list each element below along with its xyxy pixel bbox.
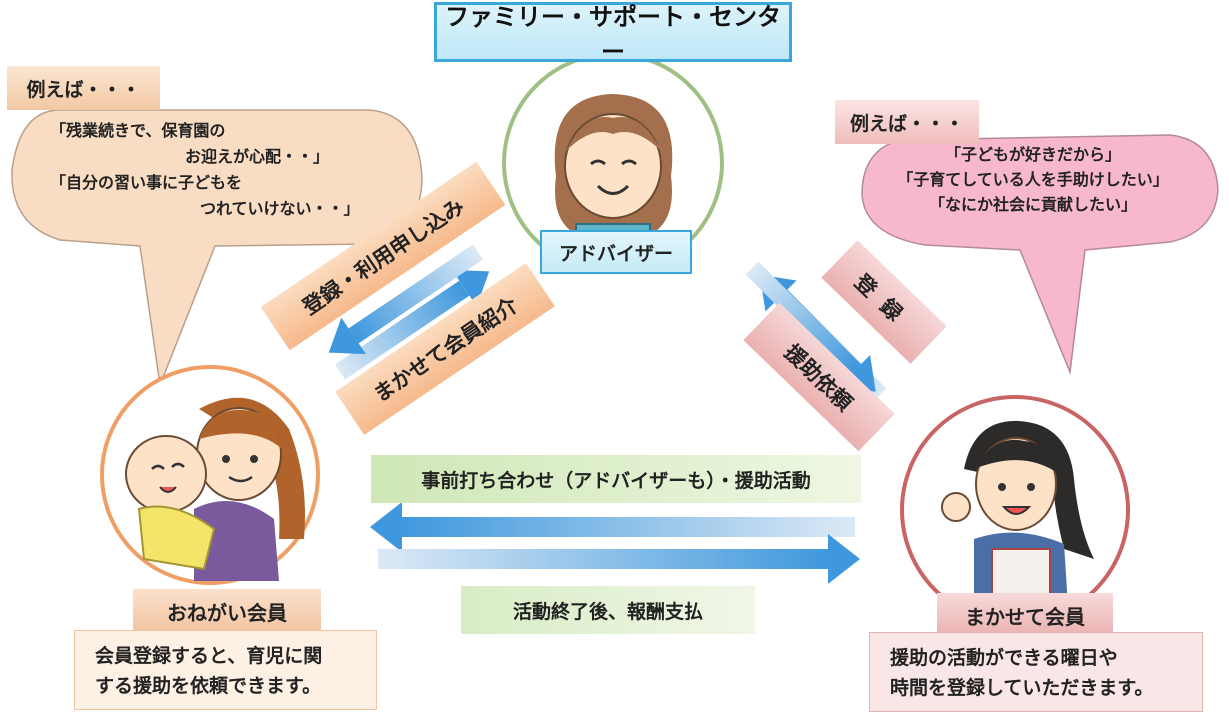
- arrow-left-horizontal: [370, 502, 855, 552]
- arrow-up-to-advisor: [334, 269, 490, 380]
- flow-label-payment: 活動終了後、報酬支払: [461, 586, 755, 634]
- left-example-tag: 例えば・・・: [7, 66, 160, 110]
- description-line: 会員登録すると、育児に関: [95, 645, 323, 667]
- right-speech-bubble: [861, 134, 1219, 375]
- onegai-member-illustration: [100, 365, 320, 585]
- advisor-label: アドバイザー: [540, 230, 692, 274]
- makasete-member-description: 援助の活動ができる曜日や 時間を登録していただきます。: [869, 632, 1203, 712]
- left-quote-line: つれていけない・・」: [200, 199, 360, 218]
- description-line: 援助の活動ができる曜日や: [890, 647, 1118, 669]
- right-quote-line: 「なにか社会に貢献したい」: [928, 195, 1137, 214]
- right-quote-line: 「子育てしている人を手助けしたい」: [897, 170, 1169, 189]
- volunteer-figure-icon: [941, 420, 1094, 621]
- makasete-member-illustration: [900, 395, 1130, 625]
- arrow-down-to-onegai: [328, 244, 484, 355]
- right-bubble-quotes: 「子どもが好きだから」 「子育てしている人を手助けしたい」 「なにか社会に貢献し…: [868, 142, 1198, 232]
- left-bubble-quotes: 「残業続きで、保育園の お迎えが心配・・」 「自分の習い事に子どもを つれていけ…: [50, 118, 390, 218]
- left-quote-line: 「残業続きで、保育園の: [50, 121, 226, 140]
- page-title: ファミリー・サポート・センター: [434, 2, 792, 66]
- onegai-member-label: おねがい会員: [133, 589, 321, 633]
- makasete-member-label: まかせて会員: [937, 593, 1113, 637]
- description-line: 時間を登録していただきます。: [890, 677, 1154, 699]
- flow-label-meeting: 事前打ち合わせ（アドバイザーも）・援助活動: [371, 455, 861, 503]
- right-example-tag: 例えば・・・: [835, 100, 979, 144]
- onegai-member-description: 会員登録すると、育児に関 する援助を依頼できます。: [74, 630, 377, 710]
- left-speech-bubble: [11, 109, 423, 388]
- right-quote-line: 「子どもが好きだから」: [944, 145, 1121, 164]
- description-line: する援助を依頼できます。: [95, 675, 322, 697]
- left-quote-line: 「自分の習い事に子どもを: [50, 173, 243, 192]
- left-quote-line: お迎えが心配・・」: [185, 147, 330, 166]
- mother-baby-figure-icon: [125, 397, 305, 581]
- arrow-right-horizontal: [378, 534, 860, 584]
